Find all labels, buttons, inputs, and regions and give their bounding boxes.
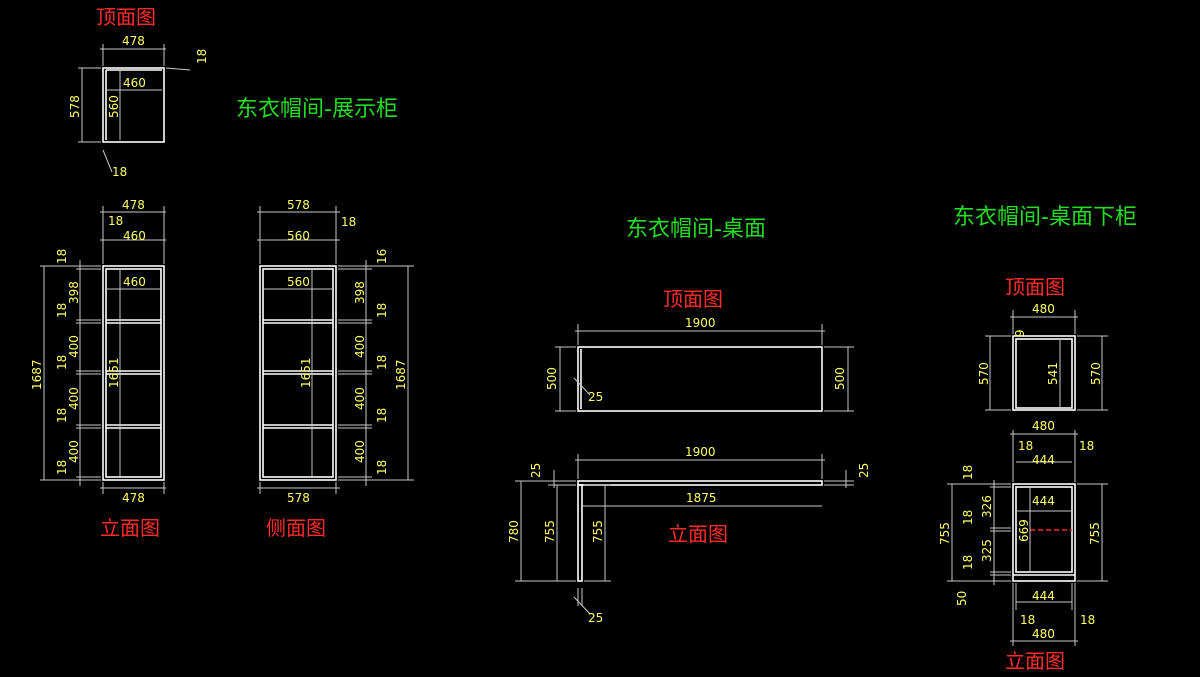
dim-cab-top-panel-b: 18 [112,165,127,179]
title-desk-top: 东衣帽间-桌面 [626,217,766,242]
dim-under-front-panel-right: 18 [1079,439,1094,453]
dim-cab-side-inner-top: 560 [287,229,310,243]
dim-under-top-depth-left: 570 [977,362,991,385]
desk-front-view [515,454,854,615]
dim-cab-front-width-top: 478 [122,198,145,212]
dim-desk-front-height-total: 780 [507,520,521,543]
dim-cab-top-depth: 578 [68,95,82,118]
dim-cab-front-vert-8: 18 [55,460,69,475]
dim-under-top-inner-depth: 541 [1046,362,1060,385]
dim-under-front-inner-height: 669 [1017,519,1031,542]
dim-desk-top-depth-right: 500 [833,367,847,390]
dim-desk-front-inner-length: 1875 [686,491,717,505]
cab-front-vert-dims: 18 398 18 400 18 400 18 400 18 [55,249,81,475]
dim-cab-top-inner-depth: 560 [107,95,121,118]
dim-cab-front-height: 1687 [30,359,44,390]
dim-cab-side-vert-0: 16 [375,249,389,264]
dim-cab-side-width-bottom: 578 [287,491,310,505]
dim-cab-side-panel-top: 18 [341,215,356,229]
title-display-cabinet: 东衣帽间-展示柜 [236,97,398,122]
label-cabinet-top-view: 顶面图 [96,5,156,29]
under-front-view [947,430,1108,646]
dim-desk-front-leg-thick: 25 [588,611,603,625]
dim-under-front-vert-1: 326 [980,495,994,518]
under-top-view [985,310,1108,411]
dim-under-front-inner-inside: 444 [1032,494,1055,508]
cabinet-front-view [40,206,166,494]
dim-under-front-vert-0: 18 [961,465,975,480]
dim-under-front-inner-top: 444 [1032,453,1055,467]
dim-cab-top-width: 478 [122,34,145,48]
label-cabinet-side-view: 侧面图 [266,516,326,540]
dim-cab-side-vert-5: 400 [353,387,367,410]
label-desk-front-view: 立面图 [668,522,728,546]
desk-top-view [555,324,854,412]
dim-cab-front-vert-4: 18 [55,355,69,370]
dim-under-front-vert-2: 18 [961,510,975,525]
dim-cab-front-vert-5: 400 [67,387,81,410]
dim-under-front-width-top: 480 [1032,419,1055,433]
cabinet-top-view [78,44,191,173]
dim-cab-side-inner-inside: 560 [287,275,310,289]
dim-cab-side-vert-4: 18 [375,355,389,370]
dim-desk-front-thick-left: 25 [529,463,543,478]
dim-cab-side-width-top: 578 [287,198,310,212]
label-desk-top-view: 顶面图 [663,287,723,311]
label-under-top-view: 顶面图 [1005,275,1065,299]
dim-under-front-panel-bottom-right: 18 [1080,613,1095,627]
dim-cab-side-vert-2: 18 [375,303,389,318]
label-under-front-view: 立面图 [1005,649,1065,673]
dim-cab-front-inner-inside: 460 [123,275,146,289]
dim-cab-top-inner-width: 460 [123,76,146,90]
dim-desk-front-leg-height-inner: 755 [591,520,605,543]
dim-cab-front-vert-3: 400 [67,335,81,358]
dim-under-top-panel: 9 [1013,329,1027,337]
cab-side-vert-dims: 16 398 18 400 18 400 18 400 18 [353,249,389,475]
dim-under-front-panel-left: 18 [1018,439,1033,453]
dim-under-front-width-bottom: 480 [1032,627,1055,641]
dim-desk-front-length: 1900 [685,445,716,459]
cabinet-side-view [257,206,414,494]
dim-cab-side-inner-height: 1651 [299,357,313,388]
dim-cab-side-vert-1: 398 [353,281,367,304]
dim-under-front-vert-4: 18 [961,555,975,570]
dim-under-front-base: 50 [955,591,969,606]
dim-under-front-panel-bottom-left: 18 [1020,613,1035,627]
dim-cab-side-vert-8: 18 [375,460,389,475]
dim-cab-front-vert-0: 18 [55,249,69,264]
dim-cab-side-height: 1687 [394,359,408,390]
dim-under-front-height-right: 755 [1088,522,1102,545]
dim-cab-front-inner-height: 1651 [107,357,121,388]
dim-cab-front-inner-top: 460 [123,229,146,243]
dim-under-top-depth-right: 570 [1089,362,1103,385]
dim-desk-top-length: 1900 [685,316,716,330]
dim-cab-front-vert-6: 18 [55,408,69,423]
dim-desk-top-depth-left: 500 [545,367,559,390]
dim-under-top-width: 480 [1032,302,1055,316]
dim-desk-top-panel: 25 [588,390,603,404]
dim-cab-side-vert-6: 18 [375,408,389,423]
dim-desk-front-thick-right: 25 [857,463,871,478]
dim-under-front-vert-3: 325 [980,539,994,562]
dim-cab-top-panel-a: 18 [195,49,209,64]
dim-cab-front-panel-top: 18 [108,214,123,228]
dim-cab-side-vert-7: 400 [353,440,367,463]
dim-cab-front-width-bottom: 478 [122,491,145,505]
dim-cab-front-vert-7: 400 [67,440,81,463]
dim-desk-front-leg-height: 755 [543,520,557,543]
dim-under-front-inner-bottom: 444 [1032,589,1055,603]
label-cabinet-front-view: 立面图 [100,516,160,540]
dim-cab-front-vert-1: 398 [67,281,81,304]
dim-cab-side-vert-3: 400 [353,335,367,358]
dim-cab-front-vert-2: 18 [55,303,69,318]
title-under-desk-cabinet: 东衣帽间-桌面下柜 [953,205,1137,230]
under-front-vert-dims: 18 326 18 325 18 [961,465,994,570]
dim-under-front-height-left: 755 [938,522,952,545]
